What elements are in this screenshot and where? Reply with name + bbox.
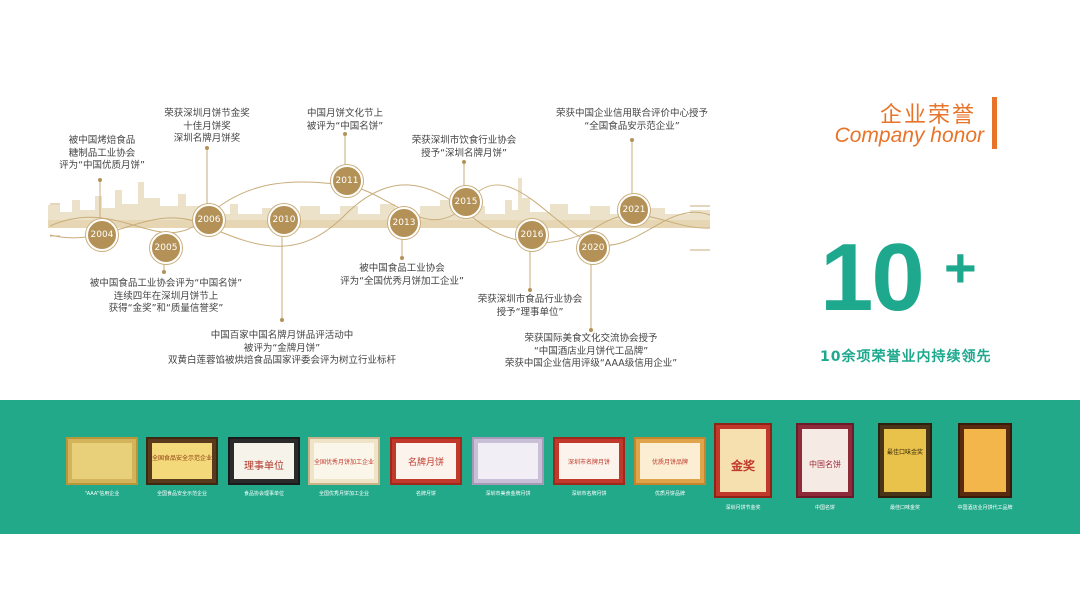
milestone-2016: 荣获深圳市食品行业协会授予“理事单位” — [477, 294, 583, 318]
year-2021: 2021 — [618, 194, 650, 226]
certificate-gourmet — [472, 437, 544, 485]
title-accent-bar — [992, 97, 997, 149]
certificate-caption: 全国食品安全示范企业 — [156, 491, 207, 497]
year-2006: 2006 — [193, 204, 225, 236]
certificate-china-famous: 中国名饼 — [796, 423, 854, 498]
year-2015: 2015 — [450, 186, 482, 218]
year-2005: 2005 — [150, 232, 182, 264]
milestone-2013: 被中国食品工业协会评为“全国优秀月饼加工企业” — [340, 263, 464, 287]
year-2013: 2013 — [388, 207, 420, 239]
certificate-gold-award: 金奖 — [714, 423, 772, 498]
year-2011: 2011 — [331, 165, 363, 197]
certificate-excellent-maker: 全国优秀月饼加工企业 — [308, 437, 380, 485]
certificate-caption: 最佳口味金奖 — [889, 505, 920, 511]
milestone-2015: 荣获深圳市饮食行业协会授予“深圳名牌月饼” — [411, 135, 517, 159]
year-2016: 2016 — [516, 219, 548, 251]
certificate-best-taste: 最佳口味金奖 — [878, 423, 932, 498]
stat-plus: + — [944, 236, 977, 299]
certificate-aaa — [66, 437, 138, 485]
timeline-wave-2 — [49, 184, 711, 247]
certificate-caption: 食品协会理事单位 — [243, 491, 284, 497]
milestone-2010: 中国百家中国名牌月饼品评活动中被评为“金牌月饼”双黄白莲蓉馅被烘焙食品国家评委会… — [167, 330, 396, 366]
milestone-2020: 荣获国际美食文化交流协会授予“中国酒店业月饼代工品牌”荣获中国企业信用评级“AA… — [504, 333, 678, 369]
milestone-2006: 荣获深圳月饼节金奖十佳月饼奖深圳名牌月饼奖 — [164, 108, 250, 144]
certificate-shenzhen-brand: 深圳市名牌月饼 — [553, 437, 625, 485]
certificate-quality-brand: 优质月饼品牌 — [634, 437, 706, 485]
certificate-famous-brand: 名牌月饼 — [390, 437, 462, 485]
certificate-caption: 优质月饼品牌 — [654, 491, 685, 497]
certificate-food-safety: 全国食品安全示范企业 — [146, 437, 218, 485]
certificate-caption: 深圳市名牌月饼 — [571, 491, 607, 497]
certificate-caption: 中国酒店业月饼代工品牌 — [957, 505, 1013, 511]
year-2010: 2010 — [268, 204, 300, 236]
certificate-caption: 名牌月饼 — [415, 491, 436, 497]
section-title-cn: 企业荣誉 — [879, 103, 976, 128]
certificate-hotel-brand — [958, 423, 1012, 498]
milestone-2004: 被中国烤焙食品糖制品工业协会评为“中国优质月饼” — [59, 135, 145, 171]
section-title-en: Company honor — [834, 124, 984, 147]
stat-caption: 10余项荣誉业内持续领先 — [820, 349, 992, 365]
certificate-caption: 中国名饼 — [814, 505, 835, 511]
certificate-caption: 深圳市美食金牌月饼 — [485, 491, 531, 497]
certificate-caption: 深圳月饼节金奖 — [725, 505, 761, 511]
milestone-2021: 荣获中国企业信用联合评价中心授予“全国食品安示范企业” — [555, 108, 708, 132]
year-2004: 2004 — [86, 219, 118, 251]
certificate-caption: 全国优秀月饼加工企业 — [318, 491, 369, 497]
stat-number: 10 — [820, 224, 925, 331]
milestone-2005: 被中国食品工业协会评为“中国名饼”连续四年在深圳月饼节上获得“金奖”和“质量信誉… — [89, 278, 243, 314]
certificate-caption: “AAA”信用企业 — [84, 491, 120, 497]
milestone-2011: 中国月饼文化节上被评为“中国名饼” — [306, 108, 384, 132]
certificate-council: 理事单位 — [228, 437, 300, 485]
year-2020: 2020 — [577, 232, 609, 264]
